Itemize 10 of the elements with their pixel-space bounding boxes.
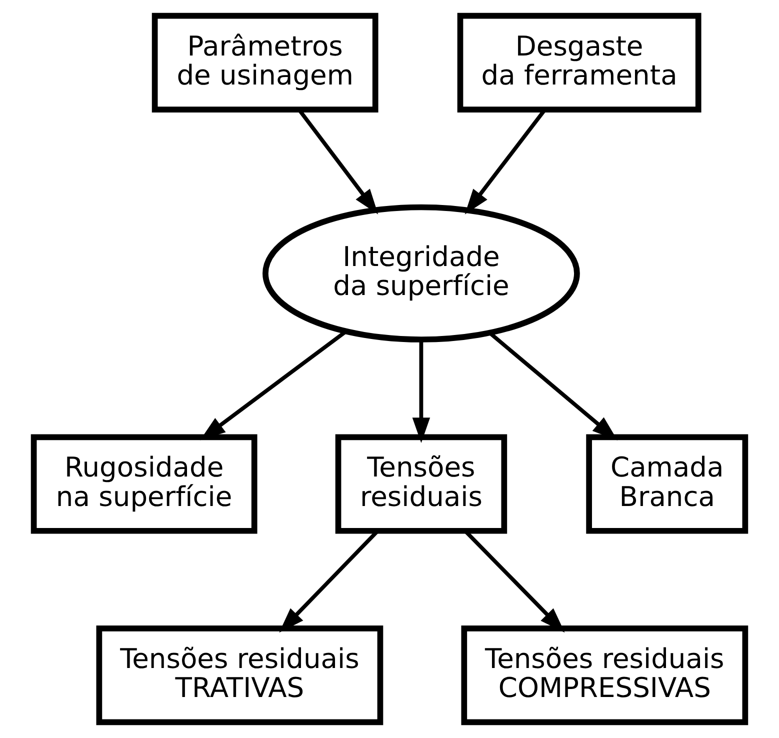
arrow: [200, 330, 347, 440]
node-ellipse: Integridade da superfície: [262, 204, 580, 342]
arrow: [412, 340, 430, 443]
node-box: Parâmetros de usinagem: [152, 12, 378, 112]
node-box: Desgaste da ferramenta: [457, 12, 702, 112]
node-box: Tensões residuais TRATIVAS: [96, 626, 384, 726]
node-box: Camada Branca: [586, 434, 748, 534]
node-box: Tensões residuais COMPRESSIVAS: [461, 626, 748, 726]
node-box: Rugosidade na superfície: [30, 434, 258, 534]
node-box: Tensões residuais: [335, 434, 508, 534]
